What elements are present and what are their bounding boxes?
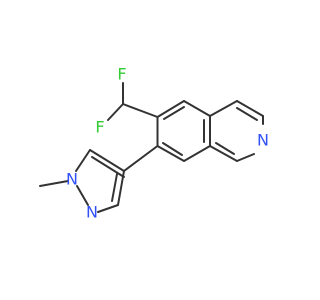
- bond: [183, 100, 211, 117]
- difluoromethyl-bonds: [107, 82, 159, 121]
- bond: [183, 145, 211, 162]
- bond: [209, 145, 238, 162]
- bond: [97, 204, 119, 213]
- bond: [75, 149, 91, 172]
- fluorine-label-2: F: [95, 118, 104, 137]
- isoquinoline-nitrogen-label: N: [257, 131, 269, 150]
- bond: [117, 170, 125, 206]
- bond: [209, 100, 238, 117]
- bond: [122, 103, 159, 118]
- bond: [156, 145, 185, 162]
- pyrazole-ring-bonds: [39, 145, 159, 213]
- bond: [162, 142, 183, 156]
- bond: [89, 149, 125, 172]
- pyrazole-n2-label: N: [86, 203, 98, 222]
- bond: [76, 185, 89, 206]
- bond: [236, 153, 255, 162]
- isoquinoline-ring-bonds: [156, 100, 264, 162]
- bond: [163, 106, 185, 120]
- bond: [215, 142, 235, 155]
- pyrazole-n1-label: N: [66, 170, 78, 189]
- bond: [111, 173, 118, 202]
- bond: [107, 103, 124, 121]
- atom-labels: F F N N N: [66, 65, 269, 222]
- bond: [91, 156, 125, 178]
- fluorine-label-1: F: [117, 65, 126, 84]
- molecule-structure-diagram: F F N N N: [39, 65, 269, 222]
- bond: [123, 145, 159, 172]
- bond: [236, 100, 264, 117]
- bond: [156, 100, 185, 118]
- bond: [39, 180, 69, 187]
- bond: [236, 107, 258, 121]
